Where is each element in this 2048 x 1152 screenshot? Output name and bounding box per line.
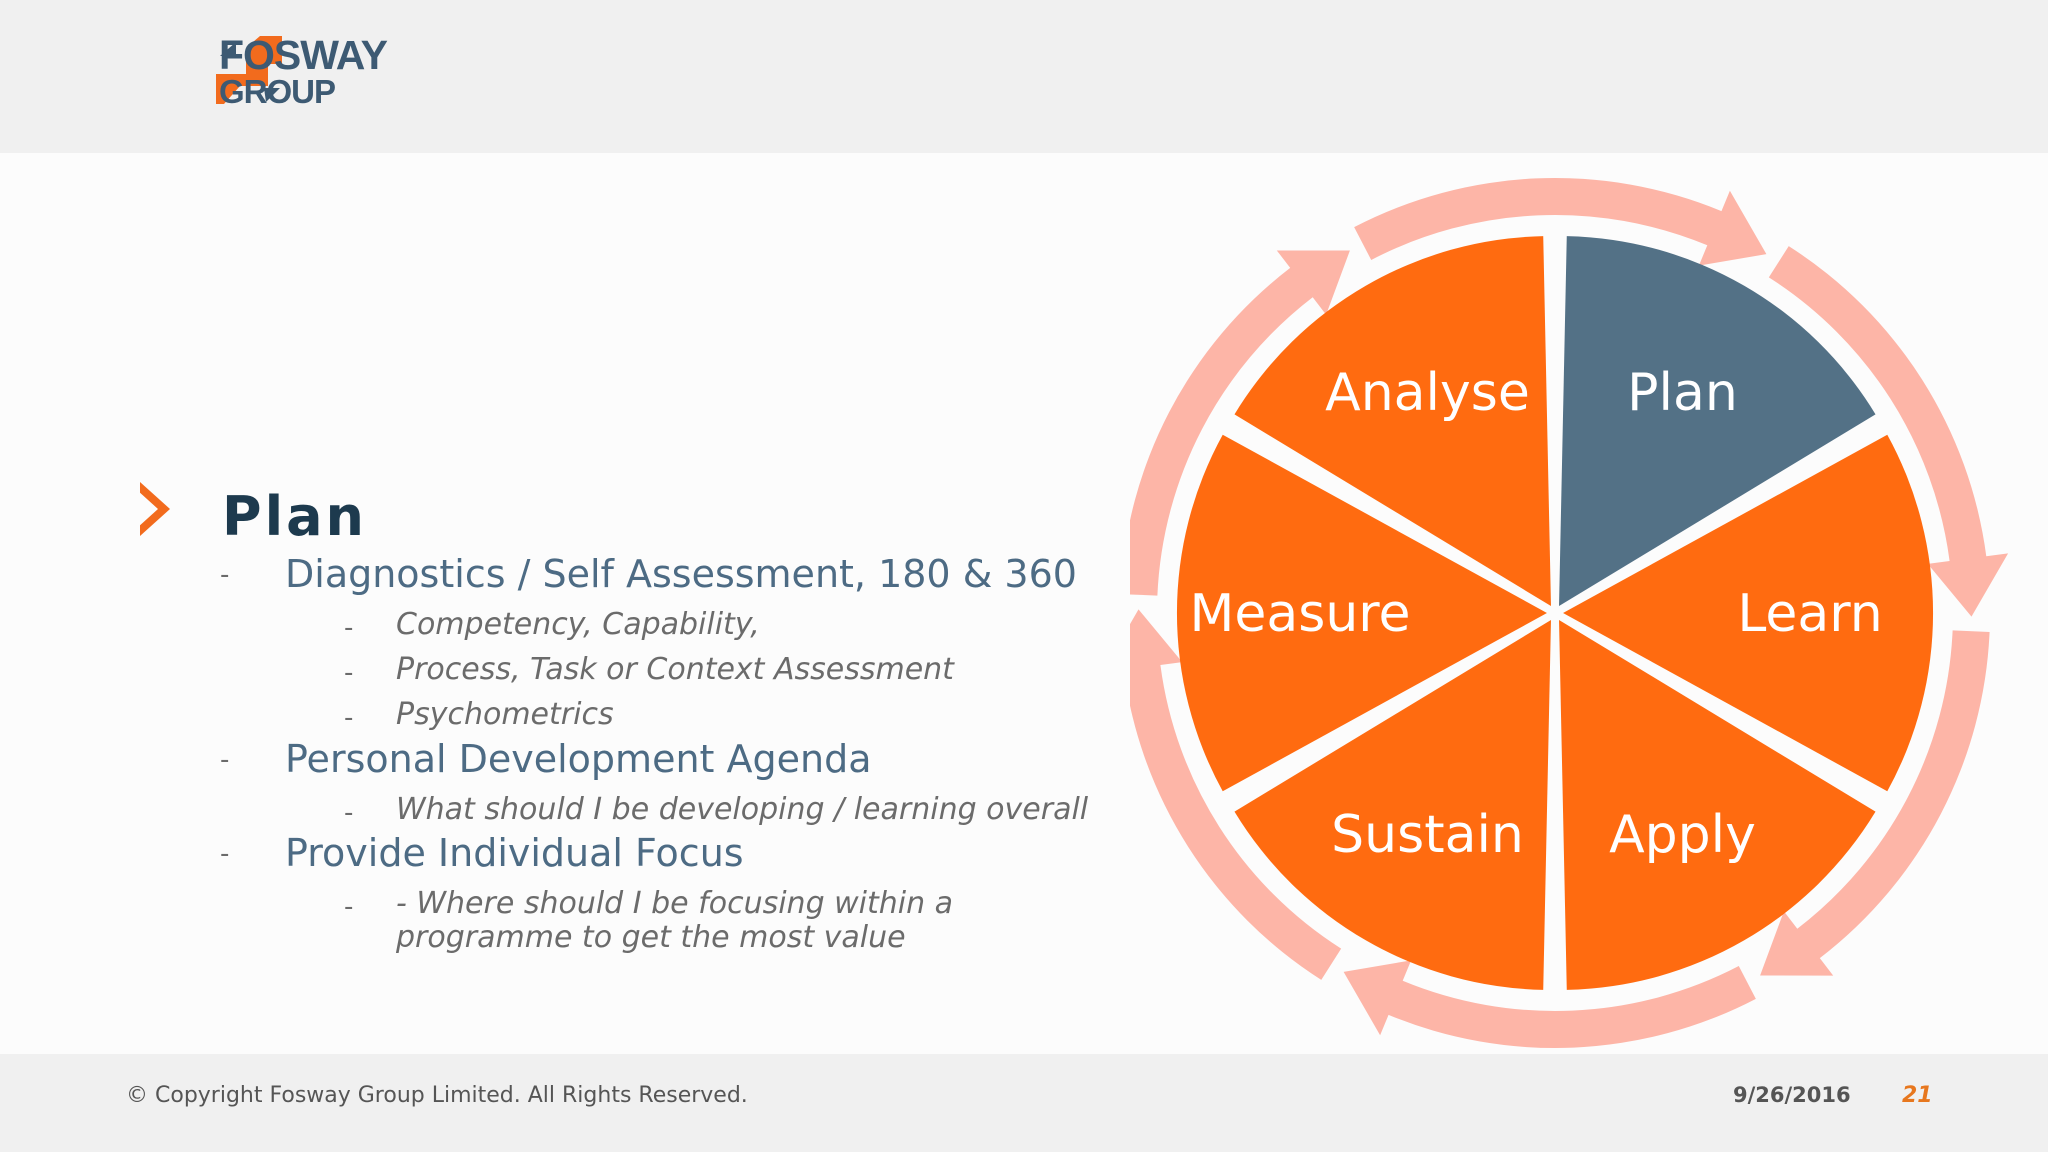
- segment-plan: [1559, 236, 1876, 607]
- footer-date: 9/26/2016: [1733, 1083, 1851, 1107]
- label-learn: Learn: [1737, 584, 1882, 644]
- brand-name: FOSWAY: [219, 32, 388, 78]
- footer-band: [0, 1054, 2048, 1152]
- label-apply: Apply: [1609, 805, 1756, 865]
- label-analyse: Analyse: [1325, 363, 1530, 423]
- segment-learn: [1563, 434, 1934, 792]
- footer-copyright: © Copyright Fosway Group Limited. All Ri…: [126, 1083, 748, 1108]
- sub-process: Process, Task or Context Assessment: [396, 652, 954, 687]
- header-band: [0, 0, 2048, 153]
- segment-measure: [1176, 434, 1547, 792]
- dash: -: [220, 745, 230, 775]
- sub-focusing: - Where should I be focusing within a: [396, 886, 954, 921]
- ring-arrow-apply: [1343, 960, 1756, 1048]
- dash: -: [220, 560, 230, 590]
- brand-group: GROUP: [219, 73, 336, 110]
- sub-programme: programme to get the most value: [396, 920, 906, 955]
- segment-sustain: [1234, 619, 1551, 990]
- fosway-logo-icon: [216, 36, 282, 104]
- dash: -: [344, 798, 354, 828]
- item-personal-development: Personal Development Agenda: [285, 737, 872, 781]
- label-sustain: Sustain: [1331, 805, 1524, 865]
- segment-analyse: [1234, 236, 1551, 607]
- label-plan: Plan: [1627, 363, 1738, 423]
- dash: -: [344, 613, 354, 643]
- sub-developing: What should I be developing / learning o…: [396, 792, 1089, 827]
- ring-arrow-sustain: [1130, 609, 1342, 980]
- bullet-arrow-icon: [137, 482, 170, 536]
- slide-heading: Plan: [222, 485, 367, 548]
- dash: -: [220, 839, 230, 869]
- ring-arrow-measure: [1130, 250, 1350, 596]
- dash: -: [344, 703, 354, 733]
- label-measure: Measure: [1190, 584, 1411, 644]
- cycle-segments: [1176, 236, 1934, 990]
- item-diagnostics: Diagnostics / Self Assessment, 180 & 360: [285, 552, 1077, 596]
- dash: -: [344, 892, 354, 922]
- sub-psychometrics: Psychometrics: [396, 697, 614, 732]
- page-number: 21: [1902, 1083, 1933, 1108]
- cycle-ring: [1130, 178, 2009, 1048]
- ring-arrow-learn: [1760, 630, 1990, 976]
- sub-competency: Competency, Capability,: [396, 607, 760, 642]
- item-individual-focus: Provide Individual Focus: [285, 831, 744, 875]
- dash: -: [344, 658, 354, 688]
- ring-arrow-plan: [1768, 246, 2009, 617]
- ring-arrow-analyse: [1354, 178, 1767, 266]
- segment-apply: [1559, 619, 1876, 990]
